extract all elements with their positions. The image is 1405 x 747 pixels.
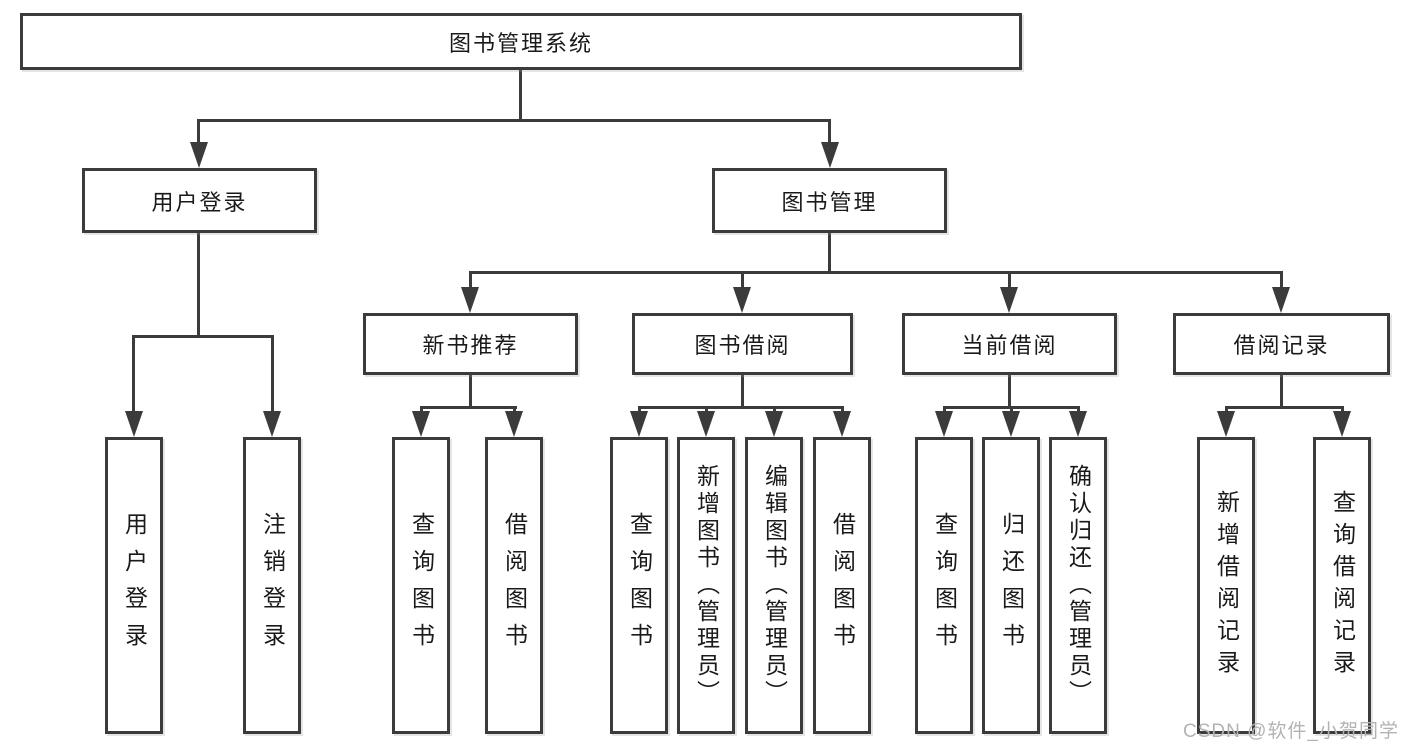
- arrow-down-icon: [765, 411, 783, 437]
- node-new-book-recommend-label: 新书推荐: [422, 333, 519, 358]
- arrow-down-icon: [1000, 287, 1018, 313]
- node-book-management: 图书管理: [712, 168, 947, 233]
- node-book-management-label: 图书管理: [781, 189, 878, 215]
- node-recommend-query-book: 查询图书: [392, 437, 450, 734]
- connector-line: [1280, 271, 1283, 289]
- connector-line: [519, 70, 522, 121]
- arrow-down-icon: [630, 411, 648, 437]
- node-confirm-return-admin-label: 确认归还（管理员）: [1065, 464, 1092, 707]
- csdn-watermark: CSDN @软件_小贺同学: [1183, 721, 1399, 742]
- connector-line: [638, 406, 641, 414]
- connector-line: [469, 375, 472, 408]
- connector-line: [132, 335, 135, 413]
- connector-line: [741, 375, 744, 408]
- node-add-borrow-record-label: 新增借阅记录: [1213, 489, 1240, 682]
- connector-line: [1225, 406, 1344, 409]
- node-recommend-borrow-book-label: 借阅图书: [501, 511, 528, 660]
- arrow-down-icon: [733, 287, 751, 313]
- connector-line: [197, 119, 831, 122]
- connector-line: [1280, 375, 1283, 408]
- connector-line: [420, 406, 517, 409]
- node-add-book-admin: 新增图书（管理员）: [677, 437, 735, 734]
- arrow-down-icon: [935, 411, 953, 437]
- arrow-down-icon: [263, 411, 281, 437]
- connector-line: [1010, 406, 1013, 414]
- node-login-label: 用户登录: [121, 511, 148, 660]
- node-return-book-label: 归还图书: [998, 511, 1025, 660]
- connector-line: [1008, 271, 1011, 289]
- connector-line: [197, 119, 200, 146]
- arrow-down-icon: [833, 411, 851, 437]
- node-borrow-query-book-label: 查询图书: [626, 511, 653, 660]
- arrow-down-icon: [1333, 411, 1351, 437]
- node-borrow-record: 借阅记录: [1173, 313, 1390, 375]
- connector-line: [705, 406, 708, 414]
- arrow-down-icon: [821, 142, 839, 168]
- node-user-login-label: 用户登录: [151, 189, 248, 215]
- node-current-query-book: 查询图书: [915, 437, 973, 734]
- arrow-down-icon: [1272, 287, 1290, 313]
- node-current-borrow-label: 当前借阅: [961, 333, 1058, 358]
- arrow-down-icon: [697, 411, 715, 437]
- node-user-login: 用户登录: [82, 168, 317, 233]
- node-query-borrow-record-label: 查询借阅记录: [1329, 489, 1356, 682]
- node-book-borrow-label: 图书借阅: [694, 333, 791, 358]
- node-root-label: 图书管理系统: [448, 30, 593, 56]
- connector-line: [828, 119, 831, 146]
- node-borrow-query-book: 查询图书: [610, 437, 668, 734]
- node-edit-book-admin-label: 编辑图书（管理员）: [761, 464, 788, 707]
- connector-line: [1008, 375, 1011, 408]
- connector-line: [513, 406, 516, 414]
- node-query-borrow-record: 查询借阅记录: [1313, 437, 1371, 734]
- arrow-down-icon: [461, 287, 479, 313]
- connector-line: [741, 271, 744, 289]
- connector-line: [469, 271, 472, 289]
- arrow-down-icon: [1002, 411, 1020, 437]
- connector-line: [271, 335, 274, 413]
- node-recommend-borrow-book: 借阅图书: [485, 437, 543, 734]
- connector-line: [638, 406, 844, 409]
- connector-line: [469, 271, 1283, 274]
- node-borrow-borrow-book: 借阅图书: [813, 437, 871, 734]
- arrow-down-icon: [1069, 411, 1087, 437]
- node-borrow-borrow-book-label: 借阅图书: [829, 511, 856, 660]
- arrow-down-icon: [190, 142, 208, 168]
- node-add-book-admin-label: 新增图书（管理员）: [693, 464, 720, 707]
- node-login: 用户登录: [105, 437, 163, 734]
- connector-line: [828, 233, 831, 274]
- arrow-down-icon: [412, 411, 430, 437]
- node-confirm-return-admin: 确认归还（管理员）: [1049, 437, 1107, 734]
- node-current-borrow: 当前借阅: [902, 313, 1117, 375]
- node-book-borrow: 图书借阅: [632, 313, 853, 375]
- node-root: 图书管理系统: [20, 13, 1022, 70]
- connector-line: [1077, 406, 1080, 414]
- node-recommend-query-book-label: 查询图书: [408, 511, 435, 660]
- node-return-book: 归还图书: [982, 437, 1040, 734]
- connector-line: [197, 233, 200, 338]
- connector-line: [1225, 406, 1228, 414]
- node-logout: 注销登录: [243, 437, 301, 734]
- arrow-down-icon: [1217, 411, 1235, 437]
- connector-line: [943, 406, 946, 414]
- connector-line: [841, 406, 844, 414]
- connector-line: [1341, 406, 1344, 414]
- arrow-down-icon: [505, 411, 523, 437]
- connector-line: [420, 406, 423, 414]
- node-current-query-book-label: 查询图书: [931, 511, 958, 660]
- node-add-borrow-record: 新增借阅记录: [1197, 437, 1255, 734]
- node-new-book-recommend: 新书推荐: [363, 313, 578, 375]
- arrow-down-icon: [125, 411, 143, 437]
- connector-line: [773, 406, 776, 414]
- node-edit-book-admin: 编辑图书（管理员）: [745, 437, 803, 734]
- connector-line: [132, 335, 274, 338]
- node-logout-label: 注销登录: [259, 511, 286, 660]
- node-borrow-record-label: 借阅记录: [1233, 333, 1330, 358]
